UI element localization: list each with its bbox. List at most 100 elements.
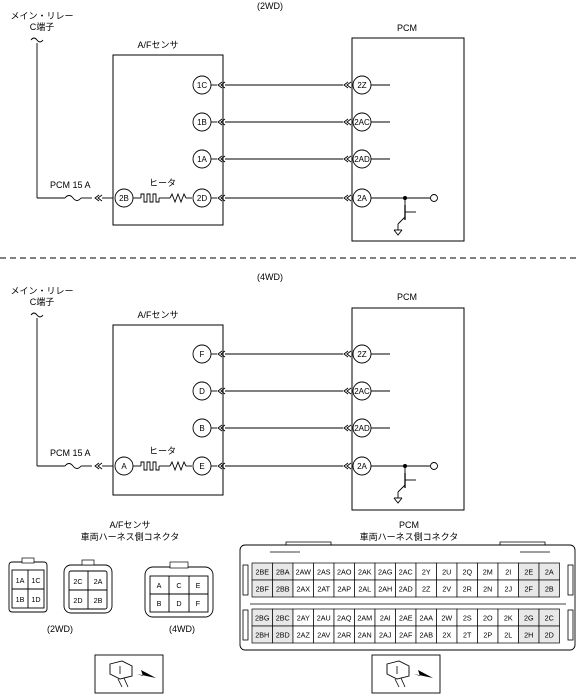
pcm-pins: 2Z 2AC 2AD 2A [352, 344, 372, 476]
heater-label: ヒータ [149, 178, 176, 188]
pcm-pin-cell-label: 2D [545, 631, 554, 640]
pcm-pin-cell-label: 2AZ [297, 631, 311, 640]
pcm-box [351, 37, 465, 242]
pin-label: 1B [16, 595, 25, 604]
pcm-pin-cell-label: 2C [545, 614, 554, 623]
pcm-pin-cell-label: 2AV [317, 631, 330, 640]
connector-2wd-a: 1A 1C 1B 1D [8, 557, 48, 613]
ground-symbol [393, 229, 403, 236]
fuse-label: PCM 15 A [50, 448, 91, 458]
pcm-pin-cell [538, 625, 560, 644]
pcm-pins: 2Z 2AC 2AD 2A [352, 75, 372, 208]
pin-label: 1C [31, 576, 40, 585]
pcm-box [351, 307, 465, 511]
pcm-pin-cell-label: 2BC [276, 614, 290, 623]
heater-symbol [140, 461, 160, 471]
diagram-title: (4WD) [257, 272, 283, 282]
pcm-pin-cell-label: 2I [505, 568, 511, 577]
pin-label: B [157, 599, 162, 608]
pcm-pin-cell-label: 2A [545, 568, 554, 577]
pcm-pin-cell-label: 2Z [422, 585, 431, 594]
af-connector-title: A/Fセンサ [109, 520, 150, 530]
pcm-pin-cell-label: 2U [442, 568, 451, 577]
pcm-pin-label: 2AC [354, 387, 370, 396]
diagram-2wd: (2WD) メイン・リレー C端子 PCM 15 A A/Fセンサ 2B ヒータ… [10, 1, 465, 242]
sensor-pin-label: D [199, 387, 205, 396]
pcm-pin-label: 2Z [357, 81, 366, 90]
pcm-pin-cell-label: 2AR [337, 631, 351, 640]
relay-label-terminal: C端子 [30, 296, 55, 307]
terminal-circle [430, 194, 438, 202]
relay-label: メイン・リレー [10, 11, 73, 21]
housing-side-latch [567, 609, 574, 641]
pin-label: 1D [31, 595, 40, 604]
pcm-label: PCM [397, 292, 417, 302]
pin-label: C [176, 581, 181, 590]
af-sensor-box [112, 54, 224, 226]
pcm-pin-cell [538, 579, 560, 598]
pcm-pin-cell-label: 2V [442, 585, 451, 594]
pin-label: 2D [73, 596, 82, 605]
pin-label: D [176, 599, 181, 608]
sensor-input-pin-label: 2B [119, 194, 129, 203]
pcm-pin-label: 2AC [354, 118, 370, 127]
pcm-pin-cell-label: 2BF [256, 585, 270, 594]
sensor-pin-label: F [200, 350, 205, 359]
sensor-pins: F D B E [192, 344, 212, 476]
pcm-pin-cell-label: 2BH [255, 631, 269, 640]
af-sensor-label: A/Fセンサ [137, 310, 178, 320]
pcm-pin-label: 2AD [354, 155, 370, 164]
pcm-pin-cell-label: 2AL [358, 585, 371, 594]
internal-circuits [371, 84, 438, 236]
sensor-pin-label: 1C [197, 81, 207, 90]
pcm-connector-title: PCM [399, 520, 419, 530]
pcm-pin-cell-label: 2AF [399, 631, 413, 640]
pcm-pin-cell-label: 2AM [357, 614, 372, 623]
pcm-pin-label: 2A [357, 462, 367, 471]
housing-side-latch [242, 609, 249, 641]
pcm-pin-cell-label: 2H [524, 631, 533, 640]
pcm-pin-cell-label: 2BE [255, 568, 269, 577]
pcm-pin-cell-label: 2AD [399, 585, 413, 594]
relay-label: メイン・リレー [10, 286, 73, 296]
signal-wires [211, 350, 352, 470]
housing-side-latch [242, 564, 249, 596]
ground-symbol [393, 497, 403, 504]
af-sensor-box [112, 324, 224, 496]
view-direction-icon [94, 654, 164, 694]
pcm-pin-label: 2AD [354, 424, 370, 433]
pcm-pin-cell-label: 2AQ [337, 614, 352, 623]
signal-wires [211, 81, 352, 202]
pcm-pin-cell-label: 2BA [276, 568, 290, 577]
pcm-pin-cell-label: 2R [463, 585, 472, 594]
sensor-pin-label: 2D [197, 194, 207, 203]
pcm-pin-cell-label: 2O [483, 614, 493, 623]
pcm-connector-subtitle: 車両ハーネス側コネクタ [360, 531, 459, 542]
relay-label-terminal: C端子 [30, 21, 55, 32]
af-sensor-label: A/Fセンサ [137, 40, 178, 50]
pcm-pin-cell-label: 2BD [276, 631, 290, 640]
pcm-pin-cell-label: 2AU [317, 614, 331, 623]
housing-tab [270, 541, 550, 553]
diagram-title: (2WD) [257, 1, 283, 11]
pcm-pin-cell-label: 2J [504, 585, 512, 594]
pcm-pin-cell-label: 2AG [378, 568, 393, 577]
pcm-pin-cell-label: 2AC [399, 568, 413, 577]
fuse-symbol [64, 463, 82, 469]
internal-circuits [371, 353, 438, 504]
pcm-pin-cell-label: 2BB [276, 585, 290, 594]
pin-label: 1A [16, 576, 25, 585]
pcm-pin-cell-label: 2N [483, 585, 492, 594]
pcm-pin-cell-label: 2AH [378, 585, 392, 594]
view-direction-icon [371, 654, 441, 694]
pin-label: 2B [94, 596, 103, 605]
pcm-pin-cell-label: 2Y [422, 568, 431, 577]
connector-2wd-b: 2C 2A 2D 2B [63, 559, 113, 614]
pcm-pin-cell-label: 2F [525, 585, 534, 594]
pcm-label: PCM [397, 23, 417, 33]
sensor-input-pin-label: A [121, 462, 127, 471]
pcm-pin-cell-label: 2W [441, 614, 452, 623]
pcm-pin-cell-label: 2K [504, 614, 513, 623]
pcm-pin-cell-label: 2AK [358, 568, 372, 577]
